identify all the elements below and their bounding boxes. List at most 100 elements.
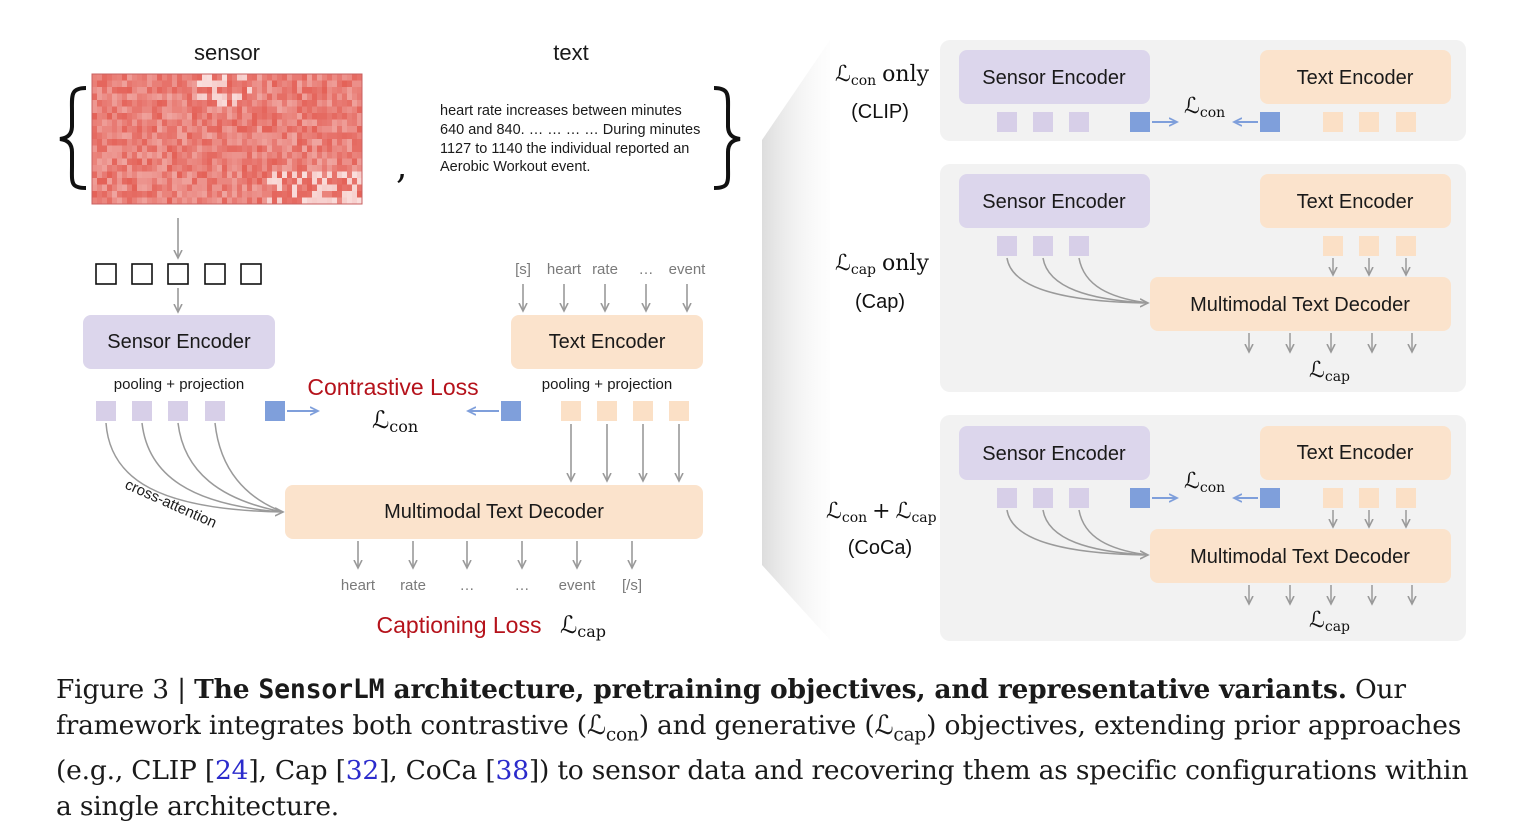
heatmap-cell [282, 132, 288, 140]
heatmap-cell [127, 106, 133, 114]
heatmap-cell [287, 178, 293, 185]
heatmap-cell [307, 191, 313, 198]
heatmap-cell [177, 119, 183, 127]
heatmap-cell [332, 197, 338, 205]
heatmap-cell [357, 178, 363, 185]
heatmap-cell [342, 119, 348, 127]
text-sample-line: heart rate increases between minutes [440, 103, 682, 119]
heatmap-cell [352, 132, 358, 140]
citation-link[interactable]: 38 [495, 755, 530, 787]
heatmap-cell [202, 191, 208, 198]
heatmap-cell [102, 126, 108, 133]
heatmap-cell [152, 139, 158, 146]
heatmap-cell [347, 152, 353, 159]
heatmap-cell [232, 145, 238, 153]
loss-subscript: cap [851, 262, 876, 278]
heatmap-cell [157, 197, 163, 205]
heatmap-cell [107, 87, 113, 94]
left-brace [59, 86, 87, 190]
citation-link[interactable]: 24 [215, 755, 249, 787]
heatmap-cell [357, 184, 363, 192]
heatmap-cell [332, 171, 338, 179]
heatmap-cell [307, 184, 313, 192]
heatmap-cell [172, 132, 178, 140]
heatmap-cell [327, 106, 333, 114]
heatmap-cell [232, 93, 238, 101]
heatmap-cell [292, 152, 298, 159]
heatmap-cell [162, 106, 168, 114]
heatmap-cell [332, 132, 338, 140]
heatmap-cell [337, 106, 343, 114]
heatmap-cell [337, 152, 343, 159]
sensor-token [168, 401, 188, 421]
heatmap-cell [182, 93, 188, 101]
heatmap-cell [137, 152, 143, 159]
heatmap-cell [302, 152, 308, 159]
text-token-arrows [571, 424, 679, 481]
citation-link[interactable]: 32 [345, 755, 380, 787]
heatmap-cell [97, 74, 103, 81]
heatmap-cell [342, 113, 348, 120]
heatmap-cell [287, 191, 293, 198]
heatmap-cell [227, 119, 233, 127]
heatmap-cell [307, 80, 313, 88]
heatmap-cell [212, 119, 218, 127]
heatmap-cell [282, 139, 288, 146]
heatmap-cell [127, 184, 133, 192]
heatmap-cell [192, 80, 198, 88]
heatmap-cell [287, 132, 293, 140]
heatmap-cell [172, 184, 178, 192]
heatmap-cell [167, 93, 173, 101]
heatmap-cell [202, 184, 208, 192]
heatmap-cell [252, 197, 258, 205]
heatmap-cell [242, 178, 248, 185]
heatmap-cell [172, 191, 178, 198]
figure-label: Figure 3 | [56, 674, 186, 705]
heatmap-cell [197, 165, 203, 172]
heatmap-cell [327, 191, 333, 198]
heatmap-cell [272, 93, 278, 101]
heatmap-cell [257, 152, 263, 159]
heatmap-cell [252, 80, 258, 88]
heatmap-cell [137, 80, 143, 88]
heatmap-cell [97, 158, 103, 166]
heatmap-cell [142, 100, 148, 107]
decoder-output-arrows [1249, 585, 1412, 604]
heatmap-cell [122, 119, 128, 127]
heatmap-cell [257, 113, 263, 120]
heatmap-cell [352, 100, 358, 107]
heatmap-cell [287, 113, 293, 120]
heatmap-cell [187, 113, 193, 120]
heatmap-cell [192, 126, 198, 133]
heatmap-cell [312, 74, 318, 81]
heatmap-cell [197, 119, 203, 127]
heatmap-cell [192, 171, 198, 179]
heatmap-cell [137, 106, 143, 114]
heatmap-cell [247, 145, 253, 153]
loss-subscript: con [842, 510, 867, 526]
text-encoder-label: Text Encoder [1297, 442, 1414, 464]
heatmap-cell [147, 152, 153, 159]
heatmap-cell [282, 145, 288, 153]
heatmap-cell [257, 145, 263, 153]
heatmap-cell [272, 184, 278, 192]
heatmap-cell [117, 87, 123, 94]
sensor-encoder-label: Sensor Encoder [982, 67, 1126, 89]
heatmap-cell [352, 184, 358, 192]
heatmap-cell [217, 191, 223, 198]
heatmap-cell [322, 113, 328, 120]
heatmap-cell [247, 100, 253, 107]
heatmap-cell [167, 178, 173, 185]
heatmap-cell [237, 132, 243, 140]
heatmap-cell [262, 87, 268, 94]
heatmap-cell [197, 171, 203, 179]
heatmap-cell [332, 178, 338, 185]
heatmap-cell [272, 139, 278, 146]
heatmap-cell [347, 126, 353, 133]
heatmap-cell [197, 152, 203, 159]
heatmap-cell [352, 87, 358, 94]
text-token [1323, 488, 1343, 508]
heatmap-cell [307, 106, 313, 114]
heatmap-cell [357, 139, 363, 146]
heatmap-cell [262, 100, 268, 107]
